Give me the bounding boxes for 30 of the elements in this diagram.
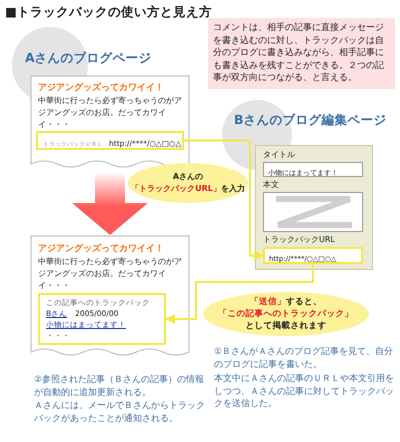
post-title: アジアングッズってカワイイ！ — [38, 82, 164, 94]
title-field — [263, 162, 363, 177]
callout-text: すると、 — [286, 297, 322, 307]
post-title: アジアングッズってカワイイ！ — [38, 243, 164, 255]
note-box: コメントは、相手の記事に直接メッセージを書き込むのに対し、トラックバックは自分のブログに書き込みながら、相手記事にも書き込みを残すことができる。２つの記事が双方向につながる、と言える。 — [208, 18, 395, 88]
callout-text: 「トラックバックURL」 — [131, 184, 221, 193]
connector-arrow — [165, 264, 314, 324]
note-text: Ａさんには、メールでＢさんからトラックバックがあったことが通知される。 — [34, 400, 206, 425]
url-field — [36, 131, 184, 150]
field-label: タイトル — [263, 149, 295, 160]
post-body: 中華街に行ったら必ず寄っちゃうのがアジアングッズのお店。だってカワイイ・・・ — [38, 95, 183, 131]
post-body: 中華街に行ったら必ず寄っちゃうのがアジアングッズのお店。だってカワイイ・・・ — [38, 256, 183, 292]
callout-text: 「この記事へのトラックバック」 — [218, 309, 354, 319]
note-text: ②参照された記事（Ｂさんの記事）の情報が自動的に追加更新される。 — [34, 374, 205, 399]
note-text: ①ＢさんがＡさんのブログ記事を見て、自分のブログに記事を書いた。 — [214, 346, 394, 371]
trackback-box — [38, 293, 166, 345]
page-heading: Bさんのブログ編集ページ — [234, 112, 387, 129]
page-heading: Aさんのブログページ — [25, 50, 152, 67]
callout-ellipse — [128, 163, 248, 203]
note-text: 本文中にＡさんの記事のＵＲＬや本文引用をしつつ、Ａさんの記事に対してトラックバックを送信した。 — [214, 373, 395, 410]
callout-text: として掲載されます — [246, 321, 326, 331]
callout-text: Aさんの — [172, 172, 204, 181]
connector-arrow — [184, 140, 264, 260]
diagram-title: ■トラックバックの使い方と見え方 — [5, 4, 212, 21]
field-label: トラックバックURL — [263, 234, 335, 245]
url-field — [263, 247, 363, 264]
field-label: 本文 — [263, 179, 279, 190]
callout-text: 「送信」 — [250, 297, 286, 307]
connector-arrow — [72, 172, 148, 235]
callout-text: を入力 — [220, 184, 245, 193]
